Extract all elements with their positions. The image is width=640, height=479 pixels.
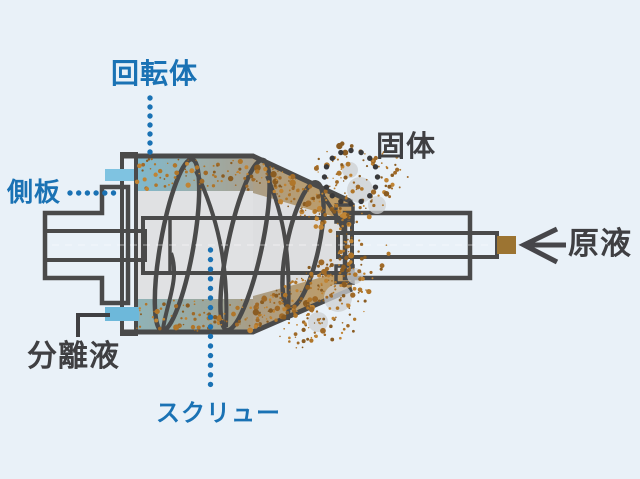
- feed-inlet-stub: [497, 236, 516, 254]
- solids-speckles: [134, 141, 409, 349]
- raw-liquid-label: 原液: [568, 226, 632, 261]
- left-shaft: [43, 229, 147, 262]
- screw-label: スクリュー: [156, 400, 281, 427]
- side-plate: [120, 152, 138, 336]
- side-plate-label: 側板: [7, 177, 62, 207]
- left-bearing-housing: [42, 184, 131, 306]
- rotating-body-leader: [147, 95, 153, 155]
- bowl-top-wall: [122, 153, 354, 205]
- separated-liquid-leader: [76, 313, 110, 337]
- rotating-bowl: [120, 152, 354, 336]
- dotted-circle-icon: [321, 147, 381, 207]
- separated-liquid-label: 分離液: [27, 340, 120, 373]
- left-shaft-assembly: [42, 184, 147, 306]
- liquid-outlet-pipe-bottom: [105, 307, 139, 321]
- liquid-outlet-pipe-top: [105, 169, 134, 181]
- solid-label: 固体: [376, 131, 437, 163]
- side-plate-leader: [67, 190, 117, 196]
- bowl-bottom-wall: [122, 286, 353, 335]
- arrow-left-icon: [518, 226, 566, 265]
- rotating-body-label: 回転体: [111, 58, 199, 89]
- screw-leader: [207, 247, 214, 388]
- solids-layer-bottom-cone: [253, 269, 352, 332]
